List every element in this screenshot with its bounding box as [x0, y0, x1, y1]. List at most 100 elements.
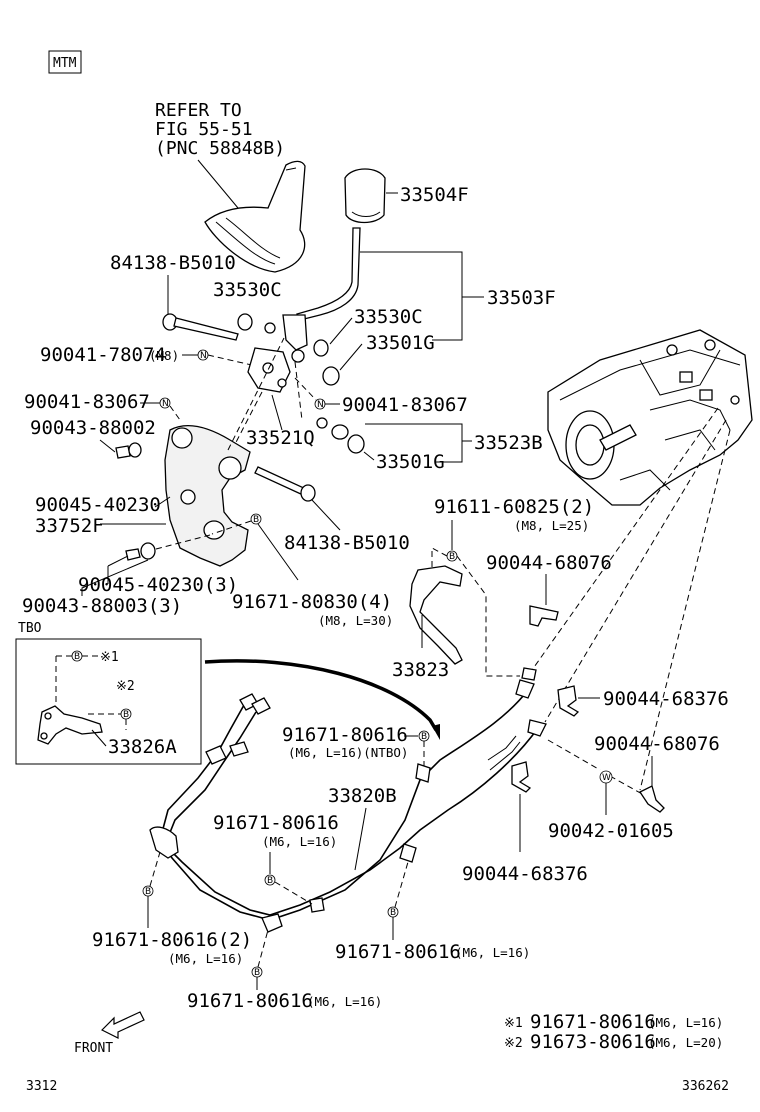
label-33530C-b: 33530C: [354, 306, 423, 328]
label-91611: 91611-60825(2): [434, 496, 594, 518]
tbo-mark2: ※2: [116, 679, 135, 694]
svg-text:B: B: [123, 710, 129, 720]
svg-text:B: B: [267, 876, 273, 886]
note-2-part: 91673-80616: [530, 1031, 656, 1053]
callout-B-2: B: [446, 550, 458, 562]
label-90043-88003-3: 90043-88003(3): [22, 595, 182, 617]
mtm-badge: MTM: [48, 50, 82, 74]
label-84138-top: 84138-B5010: [110, 252, 236, 274]
footer-right-code: 336262: [682, 1079, 729, 1094]
svg-text:N: N: [162, 399, 169, 409]
note-2-spec: (M6, L=20): [648, 1035, 723, 1050]
nut-90043-88002: [115, 445, 131, 459]
label-90041-83067-a: 90041-83067: [24, 391, 150, 413]
front-arrow-icon: [100, 1011, 145, 1039]
callout-N-3: N: [314, 398, 326, 410]
label-90045-40230: 90045-40230: [35, 494, 161, 516]
shift-boot-drawing: [204, 160, 306, 273]
svg-text:N: N: [317, 400, 324, 410]
refer-note-line1: REFER TO: [155, 100, 242, 121]
callout-B-4: B: [264, 874, 276, 886]
bracket-33826A-drawing: [37, 705, 103, 745]
svg-text:N: N: [200, 351, 207, 361]
label-90041-78074: 90041-78074: [40, 344, 166, 366]
label-33820B: 33820B: [328, 785, 397, 807]
cable-33820B-drawing: [149, 667, 547, 933]
bolt-84138-top-drawing: [162, 313, 239, 341]
note-2-mark: ※2: [504, 1036, 523, 1051]
label-33752F: 33752F: [35, 515, 104, 537]
label-90045-40230-3: 90045-40230(3): [78, 574, 238, 596]
label-33501G-b: 33501G: [376, 451, 445, 473]
bushing-33530C-b: [313, 339, 329, 357]
label-90041-83067-b: 90041-83067: [342, 394, 468, 416]
callout-B-3: B: [418, 730, 430, 742]
bushing-33501G-a: [322, 366, 340, 386]
label-90041-78074-spec: (M8): [149, 348, 179, 363]
callout-B-7: B: [251, 966, 263, 978]
label-91671-80830-spec: (M8, L=30): [318, 613, 393, 628]
svg-text:B: B: [74, 652, 80, 662]
label-90044-68076-b: 90044-68076: [594, 733, 720, 755]
note-1-mark: ※1: [504, 1016, 523, 1031]
label-84138-bottom: 84138-B5010: [284, 532, 410, 554]
svg-text:B: B: [390, 908, 396, 918]
label-33530C-a: 33530C: [213, 279, 282, 301]
mtm-badge-text: MTM: [53, 56, 77, 71]
clip-90044-68076-b: [639, 785, 665, 813]
label-91671-80616-d: 91671-80616: [335, 941, 461, 963]
callout-N-1: N: [197, 349, 209, 361]
callout-B-6: B: [387, 906, 399, 918]
clip-90044-68376-a: [557, 685, 580, 717]
bushing-33523B-drawing: [316, 417, 365, 454]
label-33521Q: 33521Q: [246, 427, 315, 449]
nut-bolt-bottom-drawing: [125, 542, 156, 561]
transmission-drawing: [547, 329, 753, 506]
label-91671-80616-2: 91671-80616(2): [92, 929, 252, 951]
label-91671-80616-tbo-spec: (M6, L=16)(NTBO): [288, 745, 408, 760]
bracket-33521Q-drawing: [247, 347, 291, 393]
callout-W: W: [599, 770, 613, 784]
label-91671-80616-2-spec: (M6, L=16): [168, 951, 243, 966]
tbo-tag: TBO: [18, 621, 42, 636]
label-91671-80616-c: 91671-80616: [213, 812, 339, 834]
shift-lever-drawing: [282, 227, 361, 363]
label-91671-80616-c-spec: (M6, L=16): [262, 834, 337, 849]
label-91671-80616-e-spec: (M6, L=16): [307, 994, 382, 1009]
svg-text:B: B: [145, 887, 151, 897]
refer-note-line3: (PNC 58848B): [155, 138, 285, 159]
base-plate-33752F-drawing: [164, 425, 251, 567]
tbo-mark1: ※1: [100, 650, 119, 665]
label-91671-80616-tbo: 91671-80616: [282, 724, 408, 746]
clip-90044-68376-b: [511, 761, 532, 793]
label-33504F: 33504F: [400, 184, 469, 206]
bolt-84138-bottom-drawing: [254, 466, 316, 502]
label-91671-80616-e: 91671-80616: [187, 990, 313, 1012]
shift-knob-drawing: [344, 168, 386, 224]
svg-text:B: B: [254, 968, 260, 978]
label-33503F: 33503F: [487, 287, 556, 309]
note-1-spec: (M6, L=16): [648, 1015, 723, 1030]
label-90042-01605: 90042-01605: [548, 820, 674, 842]
callout-B-1: B: [250, 513, 262, 525]
label-90044-68376-b: 90044-68376: [462, 863, 588, 885]
svg-text:B: B: [421, 732, 427, 742]
callout-N-2: N: [159, 397, 171, 409]
label-90044-68076-a: 90044-68076: [486, 552, 612, 574]
callout-B-5: B: [142, 885, 154, 897]
label-33826A: 33826A: [108, 736, 177, 758]
bracket-33823-drawing: [409, 565, 463, 665]
label-90043-88002: 90043-88002: [30, 417, 156, 439]
label-33823: 33823: [392, 659, 449, 681]
refer-note-line2: FIG 55-51: [155, 119, 253, 140]
label-90044-68376-a: 90044-68376: [603, 688, 729, 710]
note-1-part: 91671-80616: [530, 1011, 656, 1033]
label-91671-80616-d-spec: (M6, L=16): [455, 945, 530, 960]
bushing-33530C-a: [237, 313, 253, 331]
front-label: FRONT: [74, 1041, 113, 1056]
label-91611-spec: (M8, L=25): [514, 518, 589, 533]
svg-text:W: W: [602, 773, 611, 783]
footer-left-code: 3312: [26, 1079, 57, 1094]
clip-90044-68076-a: [529, 605, 559, 627]
